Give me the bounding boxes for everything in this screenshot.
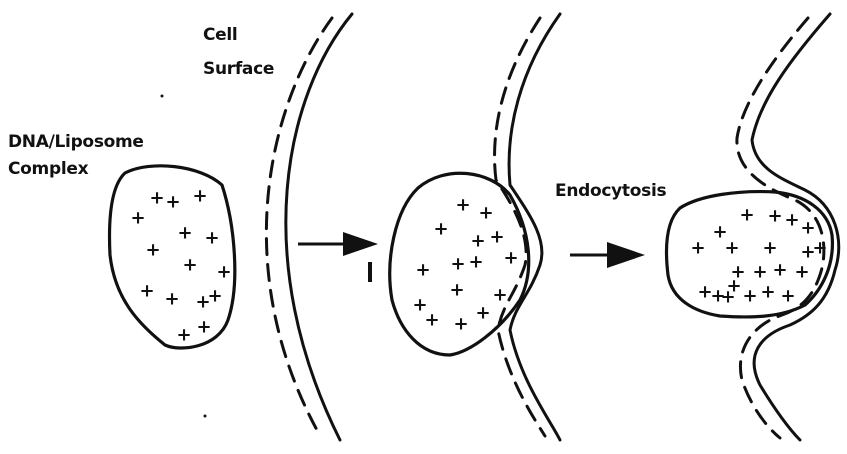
plus-charge: + — [784, 210, 799, 231]
positive-charges-stage-1: +++++++++++++++ — [130, 186, 231, 346]
plus-charge: + — [149, 188, 164, 209]
plus-charge: + — [760, 282, 775, 303]
stray-dot — [161, 95, 164, 98]
plus-charge: + — [794, 262, 809, 283]
plus-charge: + — [475, 303, 490, 324]
plus-charge: + — [478, 203, 493, 224]
plus-charge: + — [449, 280, 464, 301]
positive-charges-stage-3: +++++++++++++++++++++ — [690, 205, 827, 308]
small-mark — [368, 262, 372, 282]
complex-label-line1: DNA/Liposome — [8, 132, 144, 152]
plus-charge: + — [204, 228, 219, 249]
plus-charge: + — [489, 227, 504, 248]
plus-charge: + — [503, 248, 518, 269]
plus-charge: + — [433, 219, 448, 240]
cell-surface-label-line2: Surface — [203, 59, 274, 79]
plus-charge: + — [780, 286, 795, 307]
stray-dot — [204, 415, 207, 418]
plus-charge: + — [177, 223, 192, 244]
plus-charge: + — [207, 286, 222, 307]
plus-charge: + — [739, 205, 754, 226]
plus-charge: + — [453, 314, 468, 335]
arrow-1 — [298, 232, 378, 256]
plus-charge: + — [424, 310, 439, 331]
plus-charge: + — [468, 252, 483, 273]
plus-charge: + — [690, 238, 705, 259]
plus-charge: + — [415, 260, 430, 281]
plus-charge: + — [165, 192, 180, 213]
plus-charge: + — [196, 317, 211, 338]
arrow-2 — [570, 242, 645, 268]
plus-charge: + — [762, 238, 777, 259]
plus-charge: + — [164, 289, 179, 310]
plus-charge: + — [216, 262, 231, 283]
plus-charge: + — [192, 186, 207, 207]
plus-charge: + — [742, 286, 757, 307]
plus-charge: + — [450, 254, 465, 275]
plus-charge: + — [176, 325, 191, 346]
plus-charge: + — [470, 231, 485, 252]
plus-charge: + — [752, 262, 767, 283]
plus-charge: + — [720, 287, 735, 308]
plus-charge: + — [455, 195, 470, 216]
plus-charge: + — [812, 238, 827, 259]
complex-label-line2: Complex — [8, 159, 89, 179]
cell-surface-label-line1: Cell — [203, 25, 237, 45]
plus-charge: + — [182, 255, 197, 276]
plus-charge: + — [492, 285, 507, 306]
plus-charge: + — [767, 206, 782, 227]
endocytosis-label: Endocytosis — [555, 181, 666, 201]
plus-charge: + — [772, 260, 787, 281]
plus-charge: + — [800, 218, 815, 239]
cell-membrane-stage-1 — [266, 14, 352, 440]
plus-charge: + — [145, 240, 160, 261]
plus-charge: + — [724, 238, 739, 259]
plus-charge: + — [139, 281, 154, 302]
plus-charge: + — [130, 208, 145, 229]
